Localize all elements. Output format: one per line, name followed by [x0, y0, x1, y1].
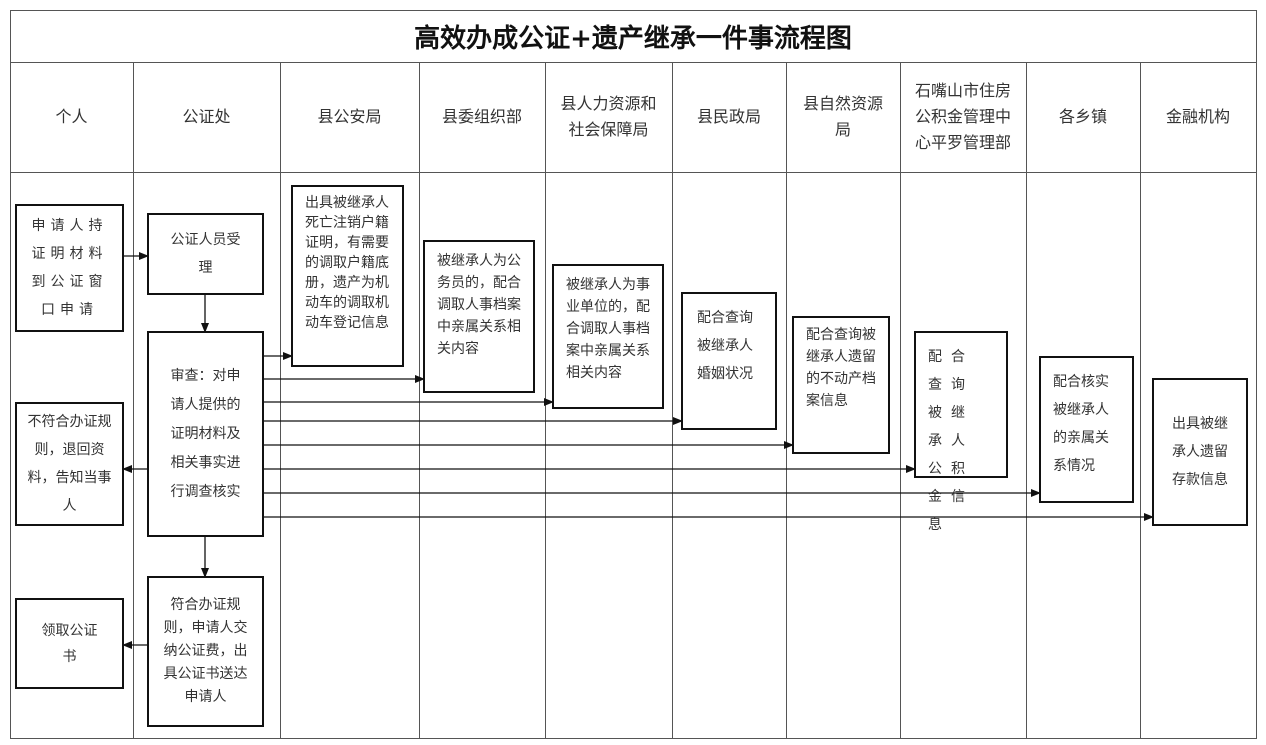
task-land: 配合查询被继承人遗留的不动产档案信息	[792, 316, 890, 454]
task-hr: 被继承人为事业单位的，配合调取人事档案中亲属关系相关内容	[552, 264, 664, 409]
lane-header-individual: 个人	[55, 107, 88, 126]
lane-header-org-dept: 县委组织部	[441, 107, 522, 126]
step-reject: 不符合办证规则，退回资料，告知当事人	[15, 402, 124, 526]
lane-header-civil: 县民政局	[696, 107, 761, 126]
lane-header-land: 县自然资源局	[802, 94, 883, 139]
lane-header-police: 县公安局	[317, 107, 382, 126]
task-towns: 配合核实被继承人的亲属关系情况	[1039, 356, 1134, 503]
step-reject-text: 不符合办证规则，退回资料，告知当事人	[27, 414, 112, 514]
task-land-text: 配合查询被继承人遗留的不动产档案信息	[806, 327, 876, 409]
lane-header-housing-fund: 石嘴山市住房公积金管理中心平罗管理部	[914, 81, 1011, 152]
diagram-title: 高效办成公证+遗产继承一件事流程图	[414, 23, 852, 54]
lane-header-towns: 各乡镇	[1058, 107, 1107, 126]
swimlane-grid	[10, 10, 1257, 739]
task-police-text: 出具被继承人死亡注销户籍证明，有需要的调取户籍底册，遗产为机动车的调取机动车登记…	[305, 195, 389, 331]
lane-header-bank: 金融机构	[1165, 107, 1230, 126]
step-collect: 领取公证书	[15, 598, 124, 689]
task-civil: 配合查询被继承人婚姻状况	[681, 292, 777, 430]
task-bank: 出具被继承人遗留存款信息	[1152, 378, 1248, 526]
task-org-dept: 被继承人为公务员的，配合调取人事档案中亲属关系相关内容	[423, 240, 535, 393]
lane-header-notary: 公证处	[182, 107, 231, 126]
flow-arrows	[122, 252, 1154, 649]
step-accept: 公证人员受理	[147, 213, 264, 295]
step-collect-text: 领取公证书	[41, 622, 98, 665]
step-apply-text: 申请人持证明材料到公证窗口申请	[31, 218, 108, 318]
step-review-text: 审查：对申请人提供的证明材料及相关事实进行调查核实	[170, 367, 241, 500]
step-approve-text: 符合办证规则，申请人交纳公证费，出具公证书送达申请人	[163, 597, 248, 705]
task-housing-fund-text: 配合查询被继承人公积金信息	[928, 349, 974, 533]
task-police: 出具被继承人死亡注销户籍证明，有需要的调取户籍底册，遗产为机动车的调取机动车登记…	[291, 185, 404, 367]
task-civil-text: 配合查询被继承人婚姻状况	[697, 310, 753, 382]
task-bank-text: 出具被继承人遗留存款信息	[1172, 416, 1228, 488]
task-towns-text: 配合核实被继承人的亲属关系情况	[1053, 374, 1109, 474]
task-org-dept-text: 被继承人为公务员的，配合调取人事档案中亲属关系相关内容	[437, 253, 521, 357]
step-apply: 申请人持证明材料到公证窗口申请	[15, 204, 124, 332]
step-approve: 符合办证规则，申请人交纳公证费，出具公证书送达申请人	[147, 576, 264, 727]
task-housing-fund: 配合查询被继承人公积金信息	[914, 331, 1008, 533]
lane-header-hr: 县人力资源和社会保障局	[560, 94, 657, 139]
step-review: 审查：对申请人提供的证明材料及相关事实进行调查核实	[147, 331, 264, 537]
step-accept-text: 公证人员受理	[170, 232, 241, 276]
task-hr-text: 被继承人为事业单位的，配合调取人事档案中亲属关系相关内容	[566, 277, 650, 381]
